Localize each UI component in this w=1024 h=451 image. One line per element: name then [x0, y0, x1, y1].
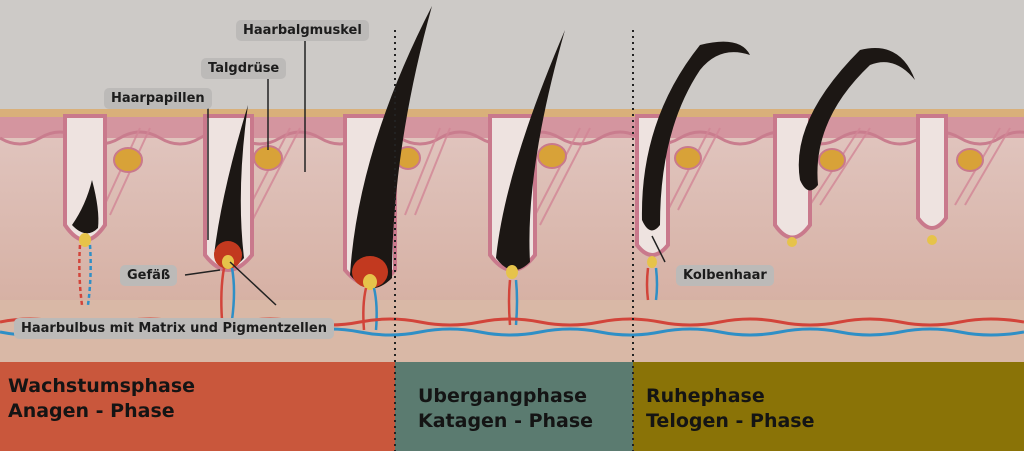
phase-katagen: Ubergangphase Katagen - Phase	[418, 384, 593, 434]
sebaceous-glands	[113, 143, 984, 173]
blood-vessels	[78, 244, 659, 331]
phase-katagen-subtitle: Katagen - Phase	[418, 410, 594, 432]
phase-katagen-title: Ubergangphase	[418, 385, 587, 407]
skin-surface	[0, 109, 1024, 117]
label-haarpapillen: Haarpapillen	[104, 88, 212, 109]
phase-anagen: Wachstumsphase Anagen - Phase	[8, 374, 195, 424]
phase-anagen-subtitle: Anagen - Phase	[8, 400, 175, 422]
phase-bar-telogen	[633, 362, 1024, 451]
dermal-papillae	[79, 233, 937, 290]
label-kolbenhaar: Kolbenhaar	[676, 265, 774, 286]
phase-bar-anagen	[0, 362, 395, 451]
label-haarbulbus: Haarbulbus mit Matrix und Pigmentzellen	[14, 318, 334, 339]
label-talgdruese: Talgdrüse	[201, 58, 287, 79]
hair-shafts	[72, 6, 915, 289]
phase-telogen: Ruhephase Telogen - Phase	[646, 384, 815, 434]
phase-telogen-title: Ruhephase	[646, 385, 765, 407]
phase-telogen-subtitle: Telogen - Phase	[646, 410, 815, 432]
phase-dividers	[394, 30, 634, 451]
phase-anagen-title: Wachstumsphase	[8, 375, 196, 397]
label-leader-lines	[184, 32, 666, 306]
label-gefaess: Gefäß	[120, 265, 178, 286]
label-haarbalgmuskel: Haarbalgmuskel	[236, 20, 369, 41]
phase-bar-katagen	[395, 362, 633, 451]
